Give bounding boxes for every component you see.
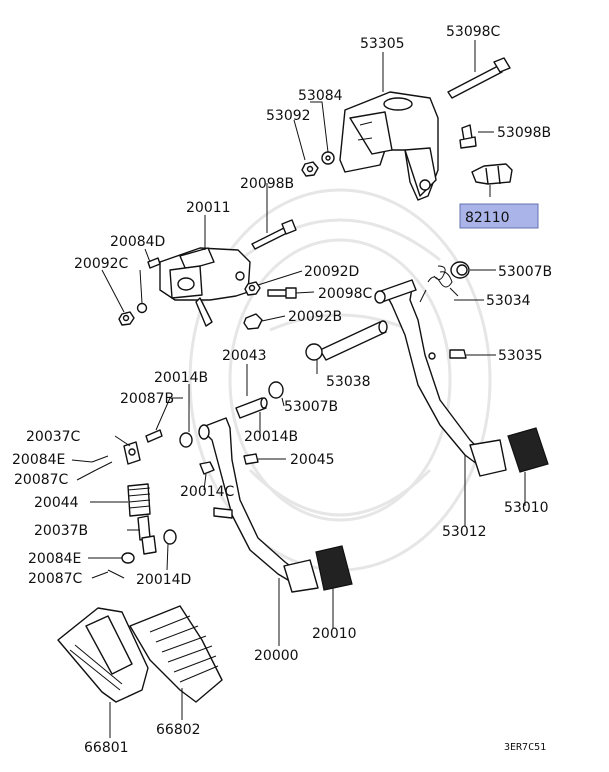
- label-20092B[interactable]: 20092B: [288, 309, 342, 325]
- label-53010[interactable]: 53010: [504, 500, 549, 516]
- pedal-pad-20010: [283, 545, 353, 593]
- label-20044[interactable]: 20044: [34, 495, 79, 511]
- spring-20044: [127, 483, 151, 517]
- label-53007B-mid[interactable]: 53007B: [284, 399, 338, 415]
- nut-20092D: [244, 281, 261, 296]
- label-20014C[interactable]: 20014C: [180, 484, 235, 500]
- bolt-53098B: [459, 124, 477, 149]
- label-20092D[interactable]: 20092D: [304, 264, 359, 280]
- label-20011[interactable]: 20011: [186, 200, 231, 216]
- label-53034[interactable]: 53034: [486, 293, 531, 309]
- clevis-20037C: [123, 441, 141, 465]
- highlight-82110: [459, 203, 539, 229]
- label-53038[interactable]: 53038: [326, 374, 371, 390]
- label-53305[interactable]: 53305: [360, 36, 405, 52]
- label-20014B-mid[interactable]: 20014B: [244, 429, 298, 445]
- bolt-20045: [243, 453, 259, 465]
- label-66802[interactable]: 66802: [156, 722, 201, 738]
- label-53012[interactable]: 53012: [442, 524, 487, 540]
- bolt-20087B: [145, 429, 163, 443]
- pedal-arm-53012: [374, 279, 491, 471]
- diagram-code: 3ER7C51: [504, 742, 546, 753]
- label-20010[interactable]: 20010: [312, 626, 357, 642]
- bolt-20098B: [251, 219, 297, 250]
- clevis-20037B: [137, 515, 157, 555]
- label-53035[interactable]: 53035: [498, 348, 543, 364]
- shaft-20043: [235, 397, 268, 419]
- pedal-cover-66802: [129, 605, 223, 703]
- label-53098B[interactable]: 53098B: [497, 125, 551, 141]
- nut-20092B: [243, 313, 263, 330]
- shaft-53038: [319, 320, 388, 361]
- bracket-53305: [339, 91, 439, 201]
- label-53084[interactable]: 53084: [298, 88, 343, 104]
- label-20084E-top[interactable]: 20084E: [12, 452, 65, 468]
- spring-53034: [419, 265, 459, 303]
- nuts-20092C: [118, 302, 148, 326]
- label-20014B-left[interactable]: 20014B: [154, 370, 208, 386]
- bushing-20014B-right: [268, 381, 284, 399]
- label-66801[interactable]: 66801: [84, 740, 129, 756]
- label-20043[interactable]: 20043: [222, 348, 267, 364]
- label-53098C[interactable]: 53098C: [446, 24, 501, 40]
- pin-20087C-bot: [107, 569, 125, 579]
- label-20084D[interactable]: 20084D: [110, 234, 165, 250]
- washer-20084E-top: [91, 455, 113, 471]
- leader-lines: [71, 40, 526, 738]
- label-20098C[interactable]: 20098C: [318, 286, 373, 302]
- bracket-20011: [159, 247, 251, 327]
- stopper-53035: [449, 349, 467, 359]
- label-53007B-top[interactable]: 53007B: [498, 264, 552, 280]
- label-20045[interactable]: 20045: [290, 452, 335, 468]
- label-20014D[interactable]: 20014D: [136, 572, 191, 588]
- label-20087B[interactable]: 20087B: [120, 391, 174, 407]
- label-82110[interactable]: 82110: [465, 210, 510, 226]
- label-20084E-bot[interactable]: 20084E: [28, 551, 81, 567]
- label-20037C[interactable]: 20037C: [26, 429, 81, 445]
- label-20087C-bot[interactable]: 20087C: [28, 571, 83, 587]
- label-20098B[interactable]: 20098B: [240, 176, 294, 192]
- label-53092[interactable]: 53092: [266, 108, 311, 124]
- stud-20084D: [147, 257, 161, 269]
- pedal-cover-66801: [57, 607, 149, 703]
- pedal-pad-53010: [469, 427, 549, 477]
- label-20037B[interactable]: 20037B: [34, 523, 88, 539]
- bushing-53007B-top: [450, 261, 470, 279]
- switch-82110: [471, 163, 513, 185]
- bolt-20098C: [267, 287, 297, 299]
- bushing-20014B-left: [179, 432, 193, 448]
- nut-53084: [321, 151, 335, 165]
- nut-53092: [301, 161, 319, 177]
- bolt-53098C: [447, 57, 511, 99]
- part-labels: 53305 53098C 53084 53092 53098B 82110 20…: [12, 24, 552, 756]
- label-20000[interactable]: 20000: [254, 648, 299, 664]
- label-20087C-top[interactable]: 20087C: [14, 472, 69, 488]
- nut-20014C: [199, 461, 215, 475]
- bushing-20014D: [163, 529, 177, 545]
- washer-20084E-bot: [121, 552, 135, 564]
- label-20092C[interactable]: 20092C: [74, 256, 129, 272]
- bushing-53007B-mid: [305, 343, 323, 361]
